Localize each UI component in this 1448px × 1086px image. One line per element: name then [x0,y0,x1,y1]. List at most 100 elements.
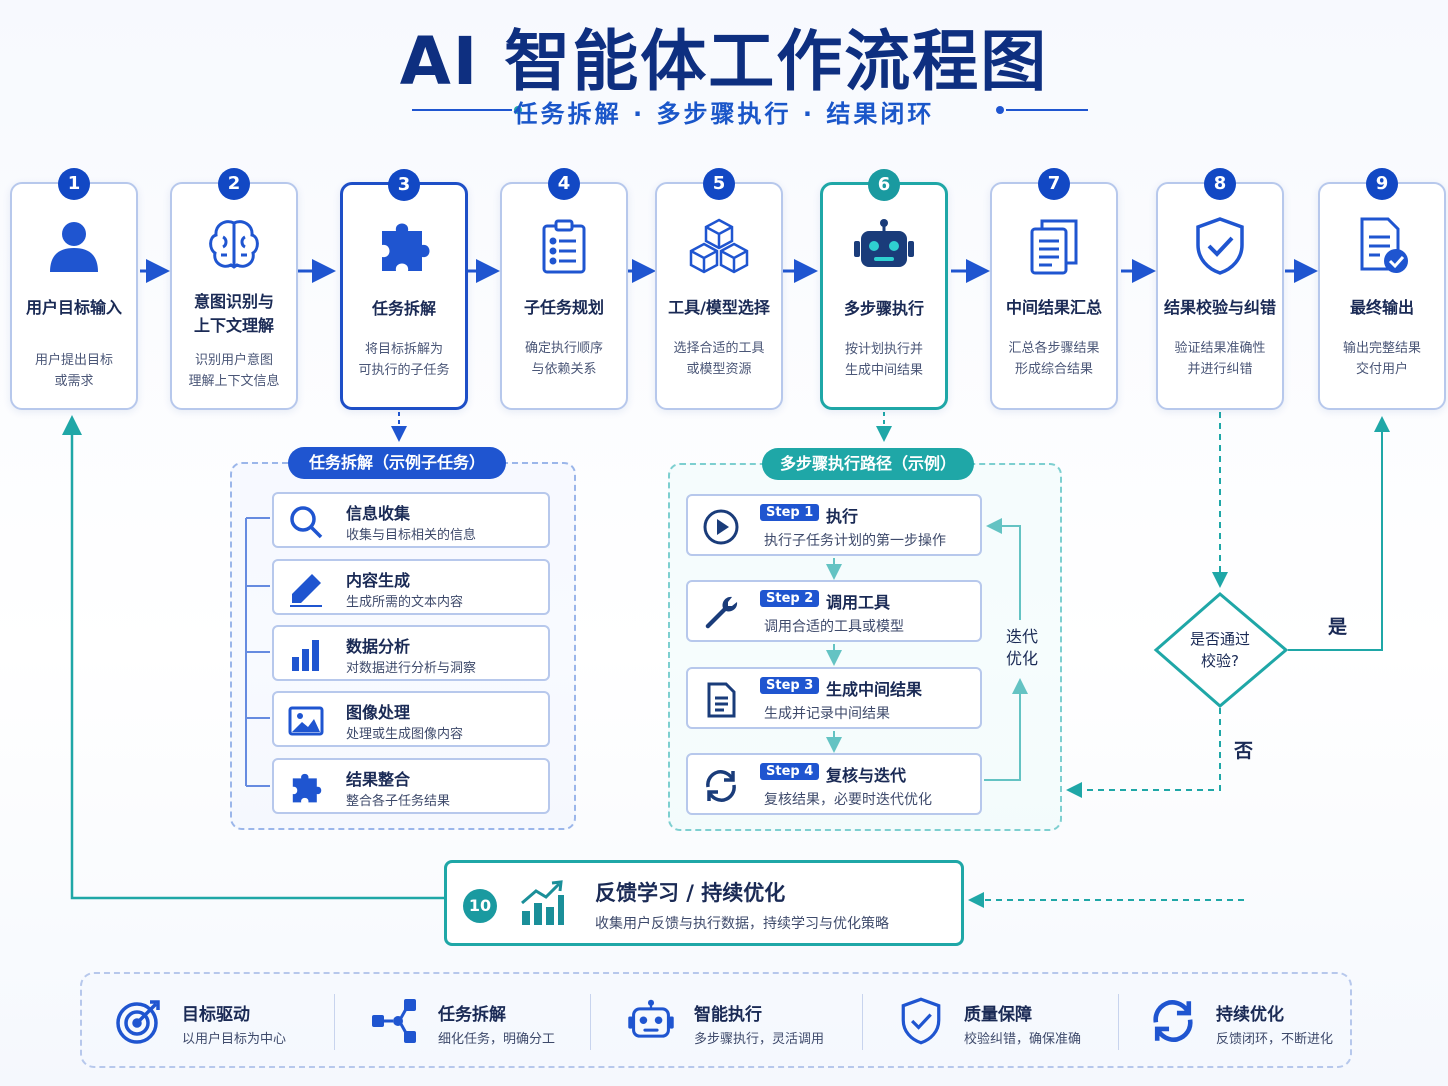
puzzle-icon [343,215,465,279]
feature-divider [590,994,591,1050]
decision-no-label: 否 [1234,740,1254,762]
step-card-5[interactable]: 5 工具/模型选择 选择合适的工具 或模型资源 [655,168,783,410]
step-badge: 2 [218,168,250,200]
step-title: 任务拆解 [371,299,436,318]
subtask-item[interactable]: 图像处理 处理或生成图像内容 [272,691,550,747]
step-desc: 输出完整结果 交付用户 [1342,341,1421,377]
step-card-4[interactable]: 4 子任务规划 确定执行顺序 与依赖关系 [500,168,628,410]
document-icon [702,681,740,719]
exec-panel-title: 多步骤执行路径（示例） [762,448,974,480]
feature-desc: 校验纠错，确保准确 [964,1032,1082,1047]
feature-title: 质量保障 [964,1005,1032,1025]
feature-continuous: 持续优化 反馈闭环，不断进化 [1148,974,1348,1066]
step-desc: 用户提出目标 或需求 [34,353,113,389]
feature-divider [334,994,335,1050]
exec-step-desc: 复核结果，必要时迭代优化 [764,792,932,808]
user-icon [12,214,136,278]
cubes-icon [657,214,781,278]
subtask-item[interactable]: 数据分析 对数据进行分析与洞察 [272,625,550,681]
refresh-icon [702,767,740,805]
shield-check-icon [1158,214,1282,278]
subtask-title: 内容生成 [346,571,411,590]
step-title: 多步骤执行 [843,299,924,318]
step-card-7[interactable]: 7 中间结果汇总 汇总各步骤结果 形成综合结果 [990,168,1118,410]
wrench-icon [702,594,740,632]
subtask-desc: 处理或生成图像内容 [346,727,464,742]
step-card-6[interactable]: 6 多步骤执行 按计划执行并 生成中间结果 [820,169,948,410]
search-icon [288,504,324,540]
features-bar: 目标驱动 以用户目标为中心 任务拆解 细化任务，明确分工 智能执行 多步骤执行，… [80,972,1352,1068]
feature-desc: 多步骤执行，灵活调用 [694,1032,825,1047]
feature-title: 智能执行 [694,1005,762,1025]
brain-icon [172,214,296,278]
exec-step-1[interactable]: Step 1 执行 执行子任务计划的第一步操作 [686,494,982,556]
feature-quality: 质量保障 校验纠错，确保准确 [896,974,1116,1066]
subtask-title: 数据分析 [346,637,411,656]
subtask-title: 图像处理 [346,703,411,722]
feedback-desc: 收集用户反馈与执行数据，持续学习与优化策略 [595,916,889,932]
subtask-item[interactable]: 信息收集 收集与目标相关的信息 [272,492,550,548]
step-badge: 5 [703,168,735,200]
step-card-8[interactable]: 8 结果校验与纠错 验证结果准确性 并进行纠错 [1156,168,1284,410]
step-badge: 3 [388,169,420,201]
step-desc: 汇总各步骤结果 形成综合结果 [1008,341,1100,377]
exec-step-4[interactable]: Step 4 复核与迭代 复核结果，必要时迭代优化 [686,753,982,815]
feature-goal-driven: 目标驱动 以用户目标为中心 [114,974,334,1066]
clipboard-icon [502,214,626,278]
step-badge: 4 [548,168,580,200]
puzzle-icon [288,770,324,806]
subtask-desc: 对数据进行分析与洞察 [346,661,477,676]
subtask-title: 结果整合 [346,770,411,789]
network-icon [370,996,420,1046]
step-badge: 6 [868,169,900,201]
step-title: 用户目标输入 [25,298,122,317]
step-card-2[interactable]: 2 意图识别与 上下文理解 识别用户意图 理解上下文信息 [170,168,298,410]
exec-step-desc: 调用合适的工具或模型 [764,619,904,635]
step-card-1[interactable]: 1 用户目标输入 用户提出目标 或需求 [10,168,138,410]
step-tag: Step 2 [760,590,820,607]
page-subtitle: 任务拆解 · 多步骤执行 · 结果闭环 [513,100,935,128]
decision-text: 是否通过 校验? [1189,630,1250,670]
subtask-desc: 整合各子任务结果 [346,794,451,809]
iterate-label: 迭代 优化 [1005,627,1038,668]
feature-task-breakdown: 任务拆解 细化任务，明确分工 [370,974,590,1066]
step-title: 工具/模型选择 [668,298,770,317]
file-check-icon [1320,214,1444,278]
step-desc: 验证结果准确性 并进行纠错 [1174,341,1266,377]
step-desc: 按计划执行并 生成中间结果 [844,342,923,378]
robot-icon [823,215,945,279]
play-icon [702,508,740,546]
step-tag: Step 4 [760,763,820,780]
exec-step-title: 执行 [826,507,859,526]
subtask-desc: 生成所需的文本内容 [346,595,464,610]
step-badge: 9 [1366,168,1398,200]
pencil-icon [288,571,324,607]
refresh-icon [1148,996,1198,1046]
robot-icon [626,996,676,1046]
exec-step-2[interactable]: Step 2 调用工具 调用合适的工具或模型 [686,580,982,642]
step-card-3[interactable]: 3 任务拆解 将目标拆解为 可执行的子任务 [340,169,468,410]
step-desc: 识别用户意图 理解上下文信息 [188,353,280,389]
feature-desc: 细化任务，明确分工 [438,1032,556,1047]
exec-step-desc: 生成并记录中间结果 [764,706,890,722]
feedback-title: 反馈学习 / 持续优化 [595,881,786,905]
exec-step-title: 复核与迭代 [826,766,907,785]
shield-check-icon [896,996,946,1046]
subtask-title: 信息收集 [346,504,411,523]
growth-chart-icon [519,879,565,929]
task-panel-title: 任务拆解（示例子任务） [288,447,506,479]
feature-smart-exec: 智能执行 多步骤执行，灵活调用 [626,974,862,1066]
subtask-item[interactable]: 内容生成 生成所需的文本内容 [272,559,550,615]
step-tag: Step 3 [760,677,820,694]
step-title: 子任务规划 [523,298,604,317]
feature-title: 任务拆解 [438,1005,506,1025]
exec-step-desc: 执行子任务计划的第一步操作 [764,533,946,549]
step-title: 结果校验与纠错 [1163,298,1276,317]
subtask-item[interactable]: 结果整合 整合各子任务结果 [272,758,550,814]
feedback-box[interactable]: 10 反馈学习 / 持续优化 收集用户反馈与执行数据，持续学习与优化策略 [444,860,964,946]
step-card-9[interactable]: 9 最终输出 输出完整结果 交付用户 [1318,168,1446,410]
subtask-desc: 收集与目标相关的信息 [346,528,477,543]
step-title: 意图识别与 上下文理解 [193,292,274,335]
exec-step-3[interactable]: Step 3 生成中间结果 生成并记录中间结果 [686,667,982,729]
step-badge: 1 [58,168,90,200]
